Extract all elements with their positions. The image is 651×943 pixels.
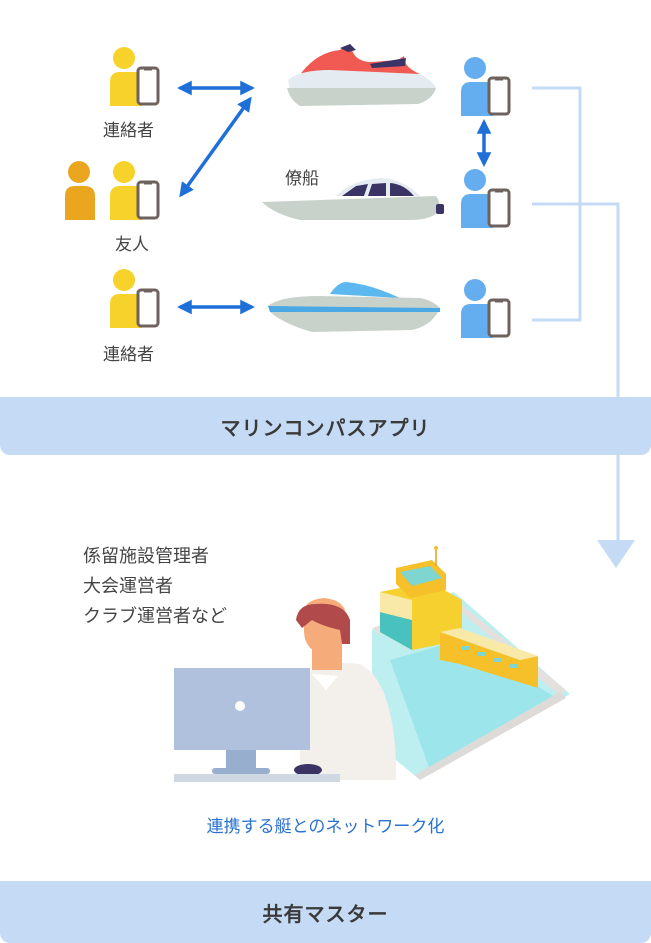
role-item: クラブ運営者など bbox=[83, 606, 227, 627]
marina-building bbox=[380, 546, 538, 688]
cruiser-boat-icon bbox=[262, 178, 444, 220]
arrow-friend-jetski bbox=[179, 96, 252, 198]
role-list: 係留施設管理者 大会運営者 クラブ運営者など bbox=[83, 542, 227, 632]
role-item: 大会運営者 bbox=[83, 576, 173, 597]
marina-illustration bbox=[372, 546, 570, 780]
left-group-label: 連絡者 bbox=[103, 121, 154, 141]
friends-with-phone-icon bbox=[65, 161, 160, 220]
app-section-band: マリンコンパスアプリ bbox=[0, 397, 651, 455]
connector-lines bbox=[532, 86, 620, 540]
speedboat-icon bbox=[268, 282, 440, 332]
contact-person-with-phone-icon bbox=[110, 47, 160, 106]
boat-label: 僚船 bbox=[285, 169, 319, 189]
master-section-title: 共有マスター bbox=[262, 901, 389, 926]
app-section-title: マリンコンパスアプリ bbox=[220, 415, 431, 440]
down-arrow-icon bbox=[597, 540, 635, 568]
network-caption: 連携する艇とのネットワーク化 bbox=[206, 817, 445, 837]
link-arrows bbox=[177, 80, 492, 315]
boat-user-with-phone-icon bbox=[461, 57, 511, 116]
connector-middle bbox=[532, 202, 620, 540]
contact-person-with-phone-icon bbox=[110, 269, 160, 328]
jet-ski-icon bbox=[287, 44, 436, 106]
friend-person-icon bbox=[65, 161, 95, 220]
left-group-label: 連絡者 bbox=[103, 345, 154, 365]
boat-user-with-phone-icon bbox=[461, 169, 511, 228]
master-section-band: 共有マスター bbox=[0, 881, 651, 943]
operator-at-computer-illustration bbox=[174, 598, 396, 782]
left-group-label: 友人 bbox=[115, 235, 149, 255]
boat-user-with-phone-icon bbox=[461, 279, 511, 338]
role-item: 係留施設管理者 bbox=[83, 546, 209, 567]
